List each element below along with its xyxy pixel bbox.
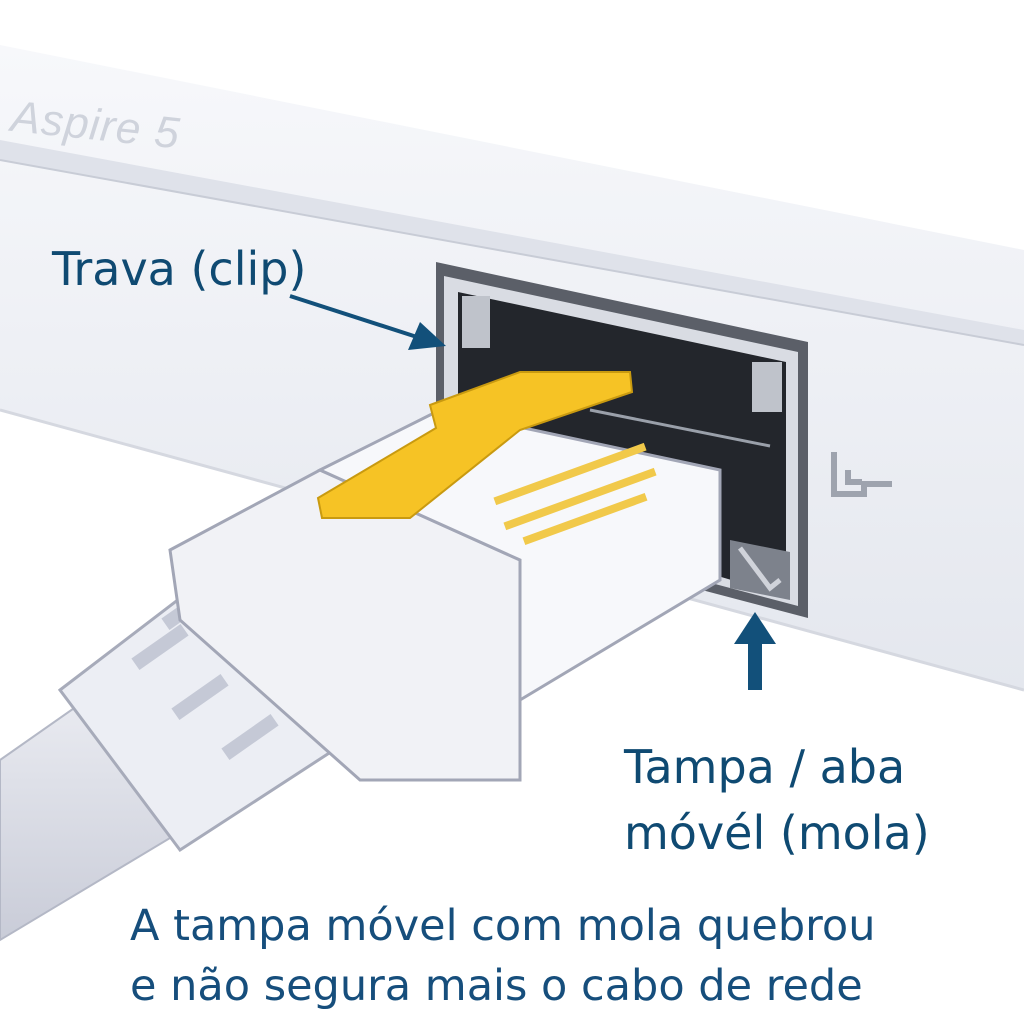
spring-cover <box>730 540 790 600</box>
cover-label: Tampa / aba móvél (mola) <box>624 734 930 866</box>
cover-arrow <box>734 612 776 690</box>
cover-label-line2: móvél (mola) <box>624 806 930 860</box>
latch-clip <box>316 371 634 519</box>
caption-line1: A tampa móvel com mola quebrou <box>130 901 876 951</box>
network-cable <box>0 408 722 942</box>
clip-label: Trava (clip) <box>52 242 307 296</box>
cover-label-line1: Tampa / aba <box>624 740 906 794</box>
caption: A tampa móvel com mola quebrou e não seg… <box>130 896 875 1016</box>
clip-arrow <box>289 294 446 350</box>
network-port-icon <box>831 452 892 497</box>
caption-line2: e não segura mais o cabo de rede <box>130 961 863 1011</box>
rj45-contacts <box>493 442 657 545</box>
